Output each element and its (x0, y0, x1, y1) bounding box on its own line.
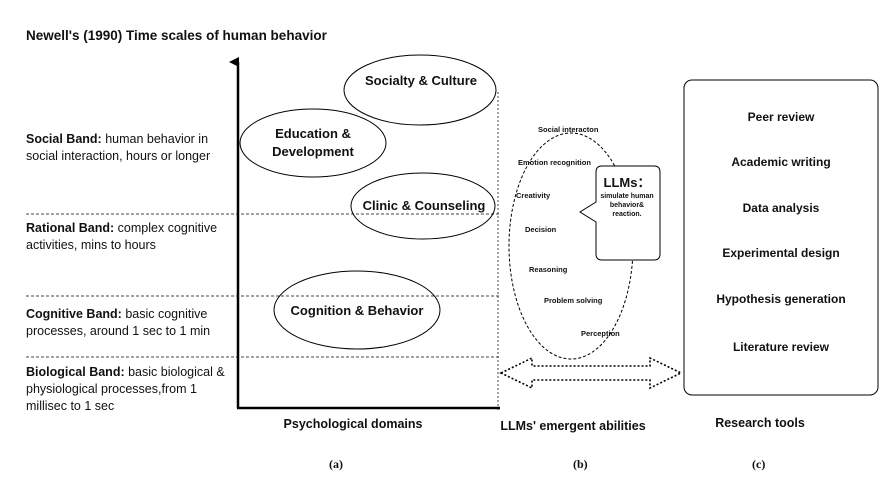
tool-item: Experimental design (722, 246, 840, 260)
band-name: Rational Band: (26, 221, 115, 235)
band-name: Cognitive Band: (26, 307, 122, 321)
rational-band-label: Rational Band: complex cognitive activit… (26, 220, 238, 254)
cognitive-band-label: Cognitive Band: basic cognitive processe… (26, 306, 238, 340)
cognition-label: Cognition & Behavior (290, 303, 424, 318)
double-arrow (499, 356, 683, 390)
clinic-label: Clinic & Counseling (362, 198, 486, 213)
llm-bubble-title: LLMs： (603, 175, 651, 190)
tool-item: Hypothesis generation (716, 292, 846, 306)
sociality-culture-label: Socialty & Culture (365, 73, 477, 88)
label-psychological-domains: Psychological domains (283, 417, 423, 431)
ability-item: Emotion recognition (518, 158, 591, 167)
ability-item: Problem solving (544, 296, 603, 305)
label-llm-abilities: LLMs' emergent abilities (500, 419, 646, 433)
figure-title: Newell's (1990) Time scales of human beh… (26, 28, 327, 43)
ability-item: Creativity (516, 191, 551, 200)
sociality-culture-ellipse (343, 54, 497, 126)
band-name: Biological Band: (26, 365, 125, 379)
tool-item: Literature review (732, 340, 830, 354)
band-desc: basic biological & physiological process… (26, 365, 225, 413)
panel-letter-a: (a) (329, 457, 343, 471)
ability-item: Perception (581, 329, 620, 338)
education-label-line2: Development (272, 144, 354, 159)
tool-item: Data analysis (742, 201, 820, 215)
llm-bubble-text: simulate human behavior& reaction. (600, 193, 654, 218)
clinic-ellipse (350, 172, 496, 240)
research-tools-box (683, 79, 879, 396)
label-research-tools: Research tools (715, 416, 805, 430)
ability-item: Decision (525, 225, 557, 234)
band-name: Social Band: (26, 132, 102, 146)
band-desc: human behavior in social interaction, ho… (26, 132, 211, 163)
band-desc: complex cognitive activities, mins to ho… (26, 221, 218, 252)
social-band-label: Social Band: human behavior in social in… (26, 131, 238, 165)
cognition-ellipse (273, 270, 441, 350)
education-ellipse (239, 108, 387, 178)
ability-item: Reasoning (529, 265, 568, 274)
band-desc: basic cognitive processes, around 1 sec … (26, 307, 211, 338)
panel-letter-b: (b) (573, 457, 588, 471)
tool-item: Peer review (747, 110, 815, 124)
education-label-line1: Education & (275, 126, 351, 141)
tool-item: Academic writing (731, 155, 831, 169)
ability-item: Social interacton (538, 125, 599, 134)
llm-speech-bubble (579, 165, 661, 261)
panel-letter-c: (c) (752, 457, 766, 471)
education-label: Education & Development (240, 125, 386, 161)
biological-band-label: Biological Band: basic biological & phys… (26, 364, 238, 415)
